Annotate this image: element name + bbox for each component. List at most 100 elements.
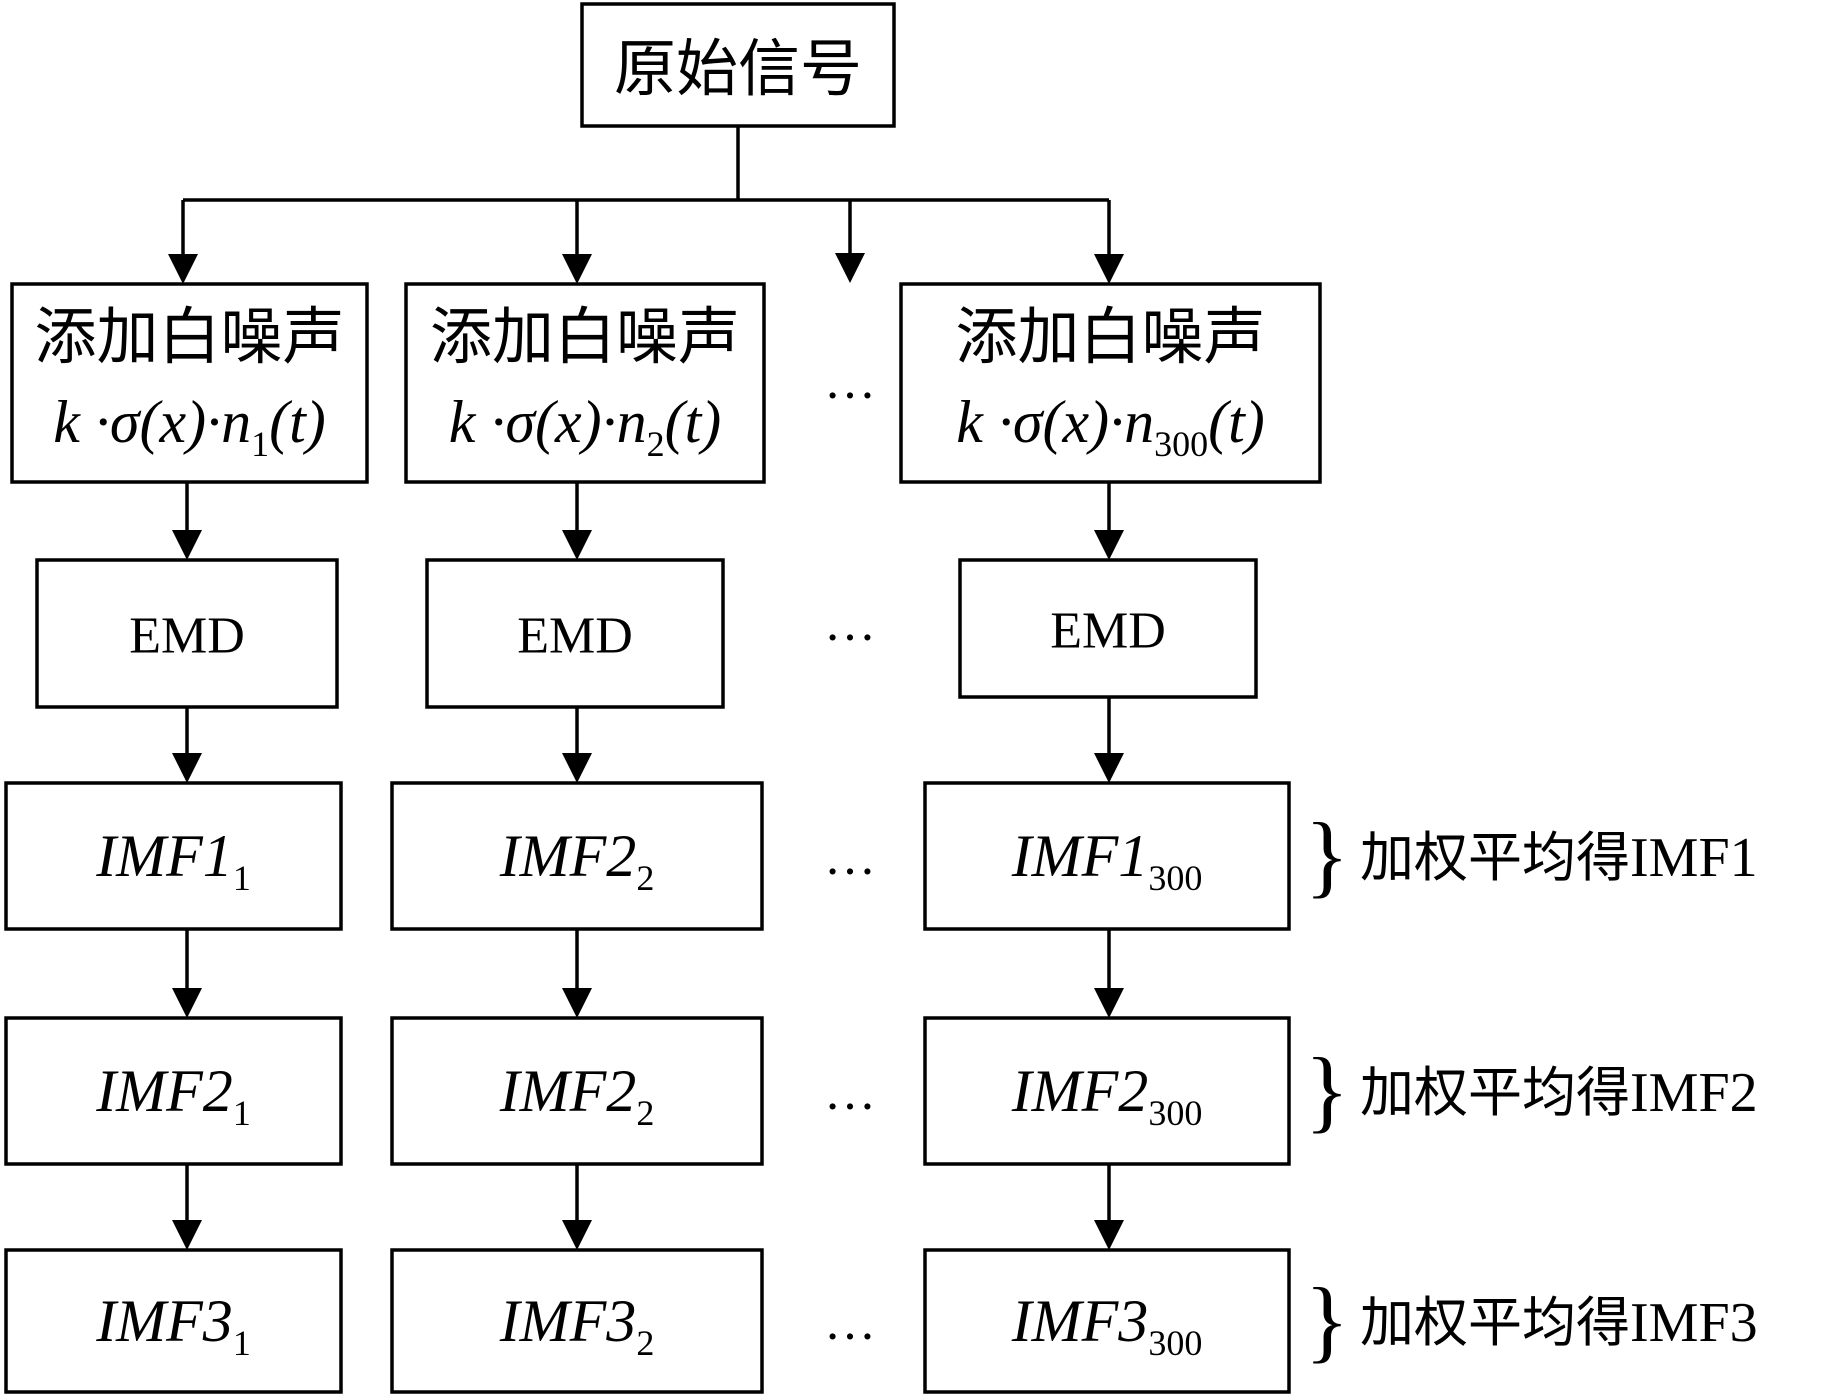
imf2-sub-2: 2 [636,1093,654,1133]
formula-sigma-1: σ [110,389,142,455]
formula-dot1-2: · [475,389,505,455]
ellipsis-emd: … [824,595,876,652]
formula-n-1: n [221,389,251,455]
arrow-to-imf3-3-head [1094,1220,1124,1250]
imf1-label-1: IMF11 [95,823,251,898]
ellipsis-imf1: … [824,829,876,886]
imf2-sub-1: 1 [233,1093,251,1133]
average-note-lat-2: IMF2 [1630,1062,1758,1124]
imf2-box-3 [923,1016,1291,1166]
imf1-name-2: IMF2 [499,823,637,889]
arrow-to-imf1-2-head [562,753,592,783]
imf3-sub-1: 1 [233,1323,251,1363]
imf1-label-2: IMF22 [499,823,655,898]
imf1-box-3 [923,781,1291,931]
formula-sigma-3: σ [1013,389,1045,455]
average-note-cn-3: 加权平均得 [1360,1291,1630,1354]
nodes [4,2,1322,1394]
average-note-2: 加权平均得IMF2 [1360,1061,1758,1124]
imf3-label-1: IMF31 [95,1288,251,1363]
branch-arrow-1-head [168,254,198,284]
formula-n-arg-2: (t) [665,389,722,455]
average-note-1: 加权平均得IMF1 [1360,826,1758,889]
branch-arrow-2-head [562,254,592,284]
noise-box-1 [10,282,369,484]
imf1-name-1: IMF1 [95,823,233,889]
noise-formula-1: k ·σ(x)·n1(t) [53,389,325,464]
formula-k-2: k [449,389,477,455]
formula-n-3: n [1124,389,1154,455]
formula-dot2-2: · [602,389,617,455]
imf1-sub-2: 2 [636,858,654,898]
noise-box-2 [404,282,766,484]
average-note-cn-2: 加权平均得 [1360,1061,1630,1124]
imf3-box-3 [923,1248,1291,1394]
emd-box-3 [958,558,1258,699]
ellipsis-noise: … [824,353,876,410]
arrow-to-imf2-3-head [1094,988,1124,1018]
emd-label-1: EMD [129,608,245,665]
formula-n-sub-3: 300 [1154,424,1208,464]
formula-dot1-1: · [80,389,110,455]
imf2-label-1: IMF21 [95,1058,251,1133]
imf2-sub-3: 300 [1148,1093,1202,1133]
noise-label-2: 添加白噪声 [430,300,740,373]
noise-to-emd-1-head [172,530,202,560]
imf1-box-1 [4,781,343,931]
formula-sigma-arg-1: (x) [140,389,207,455]
imf2-box-2 [390,1016,764,1166]
imf1-sub-3: 300 [1148,858,1202,898]
branch-arrow-3-head [1094,254,1124,284]
brace-3: } [1305,1269,1349,1371]
branch-mid-head [835,253,865,283]
emd-label-2: EMD [517,608,633,665]
imf1-name-3: IMF1 [1011,823,1149,889]
average-note-lat-3: IMF3 [1630,1292,1758,1354]
formula-n-sub-1: 1 [251,424,269,464]
imf2-name-1: IMF2 [95,1058,233,1124]
imf3-sub-2: 2 [636,1323,654,1363]
imf2-box-1 [4,1016,343,1166]
noise-label-1: 添加白噪声 [34,300,344,373]
ellipsis-imf2: … [824,1064,876,1121]
formula-n-arg-1: (t) [269,389,326,455]
connectors [168,126,1124,1250]
ellipsis-imf3: … [824,1294,876,1351]
imf3-box-1 [4,1248,343,1394]
noise-to-emd-3-head [1094,530,1124,560]
source-label: 原始信号 [614,32,862,105]
imf2-label-3: IMF2300 [1011,1058,1203,1133]
formula-n-arg-3: (t) [1208,389,1265,455]
imf1-label-3: IMF1300 [1011,823,1203,898]
imf3-box-2 [390,1248,764,1394]
formula-sigma-arg-2: (x) [535,389,602,455]
formula-dot2-3: · [1109,389,1124,455]
emd-box-2 [425,558,725,709]
imf3-sub-3: 300 [1148,1323,1202,1363]
emd-label-3: EMD [1050,603,1166,660]
imf2-name-2: IMF2 [499,1058,637,1124]
brace-1: } [1305,804,1349,906]
arrow-to-imf2-2-head [562,988,592,1018]
arrow-to-imf3-1-head [172,1220,202,1250]
imf2-name-3: IMF2 [1011,1058,1149,1124]
formula-n-2: n [617,389,647,455]
noise-to-emd-2-head [562,530,592,560]
imf3-name-2: IMF3 [499,1288,637,1354]
imf3-label-3: IMF3300 [1011,1288,1203,1363]
imf3-label-2: IMF32 [499,1288,655,1363]
formula-dot2-1: · [206,389,221,455]
brace-2: } [1305,1039,1349,1141]
emd-box-1 [35,558,339,709]
imf2-label-2: IMF22 [499,1058,655,1133]
arrow-to-imf1-1-head [172,753,202,783]
noise-box-3 [899,282,1322,484]
formula-k-1: k [53,389,81,455]
average-note-lat-1: IMF1 [1630,827,1758,889]
noise-label-3: 添加白噪声 [955,300,1265,373]
arrow-to-imf3-2-head [562,1220,592,1250]
arrow-to-imf1-3-head [1094,753,1124,783]
noise-formula-3: k ·σ(x)·n300(t) [956,389,1264,464]
